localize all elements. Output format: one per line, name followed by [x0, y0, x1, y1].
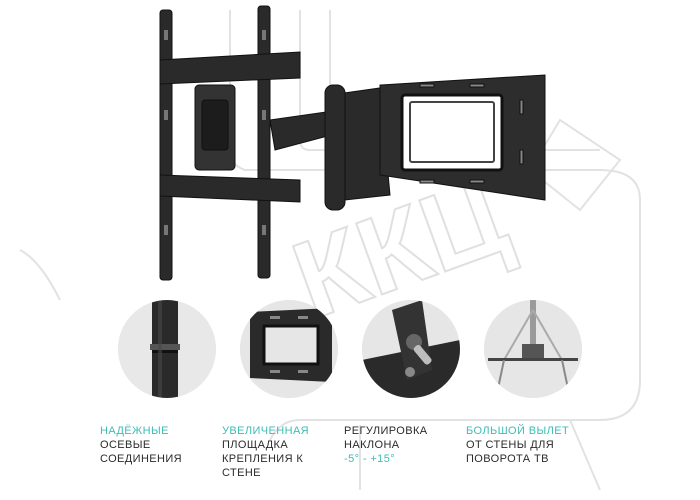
feature-extension-photo	[484, 300, 582, 398]
feature-plate-photo	[240, 300, 338, 398]
feature-plate: УВЕЛИЧЕННАЯ ПЛОЩАДКА КРЕПЛЕНИЯ К СТЕНЕ	[222, 300, 352, 480]
features-row: НАДЁЖНЫЕ ОСЕВЫЕ СОЕДИНЕНИЯ УВЕЛИЧЕННАЯ П…	[0, 300, 700, 500]
feature-tilt-text: РЕГУЛИРОВКА НАКЛОНА -5° - +15°	[344, 425, 428, 465]
feature-tilt: РЕГУЛИРОВКА НАКЛОНА -5° - +15°	[344, 300, 474, 466]
feature-joints-photo	[118, 300, 216, 398]
feature-plate-text: УВЕЛИЧЕННАЯ ПЛОЩАДКА КРЕПЛЕНИЯ К СТЕНЕ	[222, 425, 310, 479]
feature-tilt-photo	[362, 300, 460, 398]
tv-wall-mount-image	[159, 5, 546, 281]
feature-joints-text: НАДЁЖНЫЕ ОСЕВЫЕ СОЕДИНЕНИЯ	[100, 425, 183, 465]
feature-joints: НАДЁЖНЫЕ ОСЕВЫЕ СОЕДИНЕНИЯ	[100, 300, 230, 466]
feature-extension: БОЛЬШОЙ ВЫЛЕТ ОТ СТЕНЫ ДЛЯ ПОВОРОТА ТВ	[466, 300, 596, 466]
feature-extension-text: БОЛЬШОЙ ВЫЛЕТ ОТ СТЕНЫ ДЛЯ ПОВОРОТА ТВ	[466, 425, 570, 465]
